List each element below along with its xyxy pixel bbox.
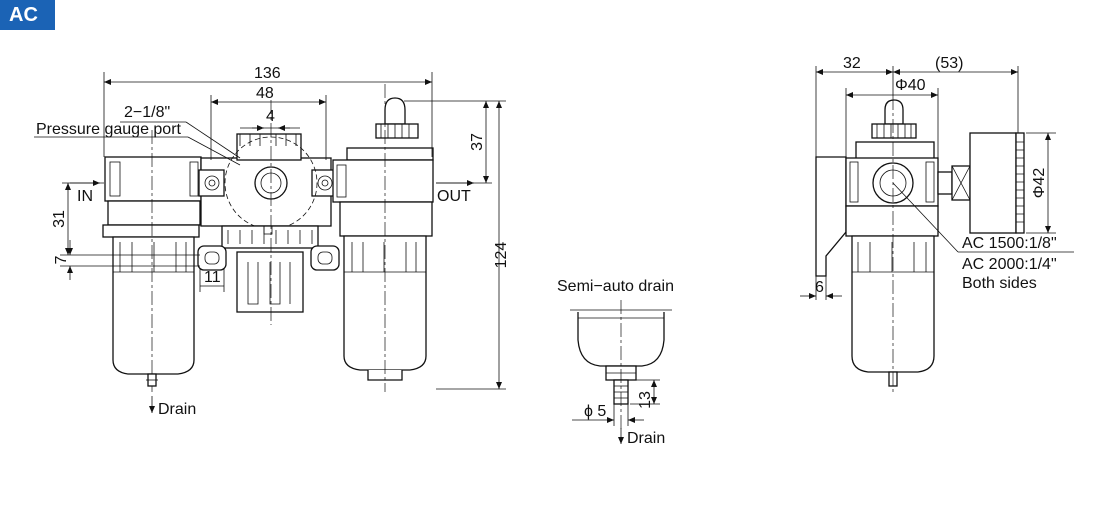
dim-height: 124 [493,242,510,269]
semi-auto-drain-view: Semi−auto drain 13 ϕ 5 Drain [557,278,674,447]
in-label: IN [77,188,93,205]
lubricator-unit [332,84,434,392]
dim-center-width: 48 [256,85,274,102]
out-label: OUT [437,188,471,205]
filter-unit [102,130,202,392]
side-dim-phi42: Φ42 [1031,168,1048,199]
port-note-2000: AC 2000:1/4" [962,256,1057,273]
dim-37: 37 [469,133,486,151]
dim-11: 11 [204,269,221,286]
side-dim-6: 6 [815,279,824,296]
port-note-1500: AC 1500:1/8" [962,235,1057,252]
side-dim-32: 32 [843,55,861,72]
side-dim-53: (53) [935,55,963,72]
side-view: 32 (53) Φ40 Φ42 6 AC 1500:1/8" AC 2000:1… [800,55,1074,392]
dim-31: 31 [51,210,68,228]
front-dimensions: 136 48 4 2−1/8" Pressure gauge port 124 … [34,65,510,418]
semi-dim-13: 13 [637,391,654,409]
dim-4: 4 [266,108,275,125]
semi-dim-dia: ϕ 5 [584,403,606,420]
semi-drain-label: Drain [627,430,665,447]
ports-label: 2−1/8" [124,104,170,121]
port-note-both-sides: Both sides [962,275,1037,292]
dim-overall-width: 136 [254,65,281,82]
front-view: 136 48 4 2−1/8" Pressure gauge port 124 … [34,65,510,418]
front-drain-label: Drain [158,401,196,418]
dim-7: 7 [53,255,70,264]
semi-auto-title: Semi−auto drain [557,278,674,295]
series-badge: AC [0,0,55,30]
gauge-port-label: Pressure gauge port [36,121,182,138]
side-dim-phi40: Φ40 [895,77,926,94]
regulator-unit [197,100,340,325]
